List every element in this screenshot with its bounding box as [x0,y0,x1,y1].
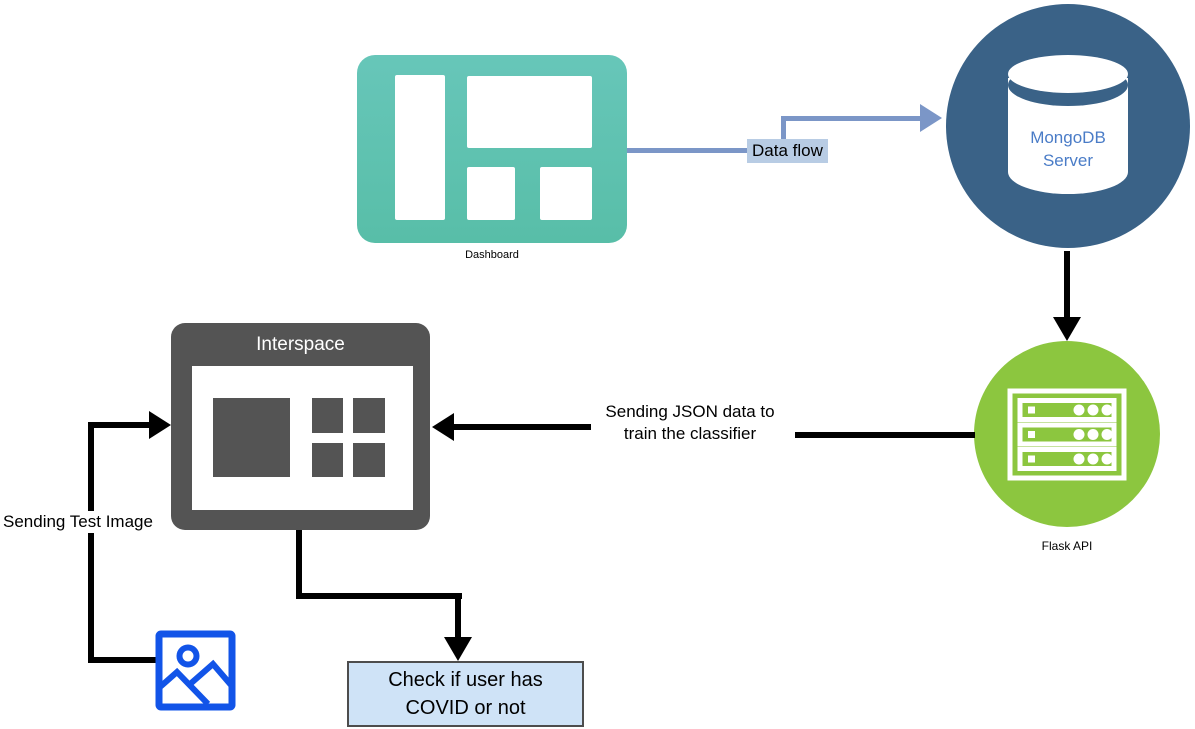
image-icon [155,630,236,711]
covid-result-box: Check if user has COVID or not [347,661,584,727]
app-window-icon [192,366,413,510]
dashboard-panel-bottom-1 [467,167,515,220]
mongodb-label-line2: Server [1042,151,1094,170]
json-train-edge-label: Sending JSON data to train the classifie… [578,401,802,445]
testimage-connector-segment [88,422,94,663]
flask-to-interspace-connector [795,432,975,438]
mongodb-label-line1: MongoDB [1030,128,1106,147]
dashboard-label: Dashboard [465,249,519,261]
interspace-to-covid-connector [296,593,462,599]
interspace-title: Interspace [256,334,345,355]
interspace-tile [312,398,343,433]
covid-result-line1: Check if user has [388,669,543,691]
dashboard-grid-icon [357,55,627,243]
dataflow-connector-segment [627,148,785,153]
database-cylinder-icon [1008,55,1128,194]
mongodb-to-flask-connector [1064,251,1070,319]
testimage-edge-label: Sending Test Image [0,511,156,533]
interspace-tile [312,443,343,477]
flask-to-interspace-connector [451,424,591,430]
interspace-tile [353,398,385,433]
mongodb-server-node: MongoDB Server [946,4,1190,248]
arrowhead-down-icon [1053,317,1081,341]
arrowhead-right-icon [920,104,942,132]
interspace-tile-large [213,398,290,477]
flask-api-node [974,341,1160,527]
arrowhead-right-icon [149,411,171,439]
dashboard-panel-bottom-2 [540,167,592,220]
dataflow-connector-segment [781,116,786,153]
json-train-label-line2: train the classifier [623,424,757,443]
flask-api-label: Flask API [1041,539,1093,553]
interspace-to-covid-connector [296,530,302,599]
testimage-connector-segment [91,422,151,428]
arrowhead-left-icon [432,413,454,441]
mongodb-label: MongoDB Server [946,126,1190,172]
testimage-connector-segment [88,657,158,663]
dataflow-connector-segment [781,116,921,121]
interspace-to-covid-connector [455,593,461,639]
json-train-label-line1: Sending JSON data to [605,402,775,421]
server-rack-icon [1007,388,1127,481]
dataflow-edge-label: Data flow [747,139,828,163]
covid-result-line2: COVID or not [405,697,526,719]
dashboard-panel-left [395,75,445,220]
arrowhead-down-icon [444,637,472,661]
interspace-tile [353,443,385,477]
interspace-node: Interspace [171,323,430,530]
dashboard-panel-top-right [467,76,592,148]
